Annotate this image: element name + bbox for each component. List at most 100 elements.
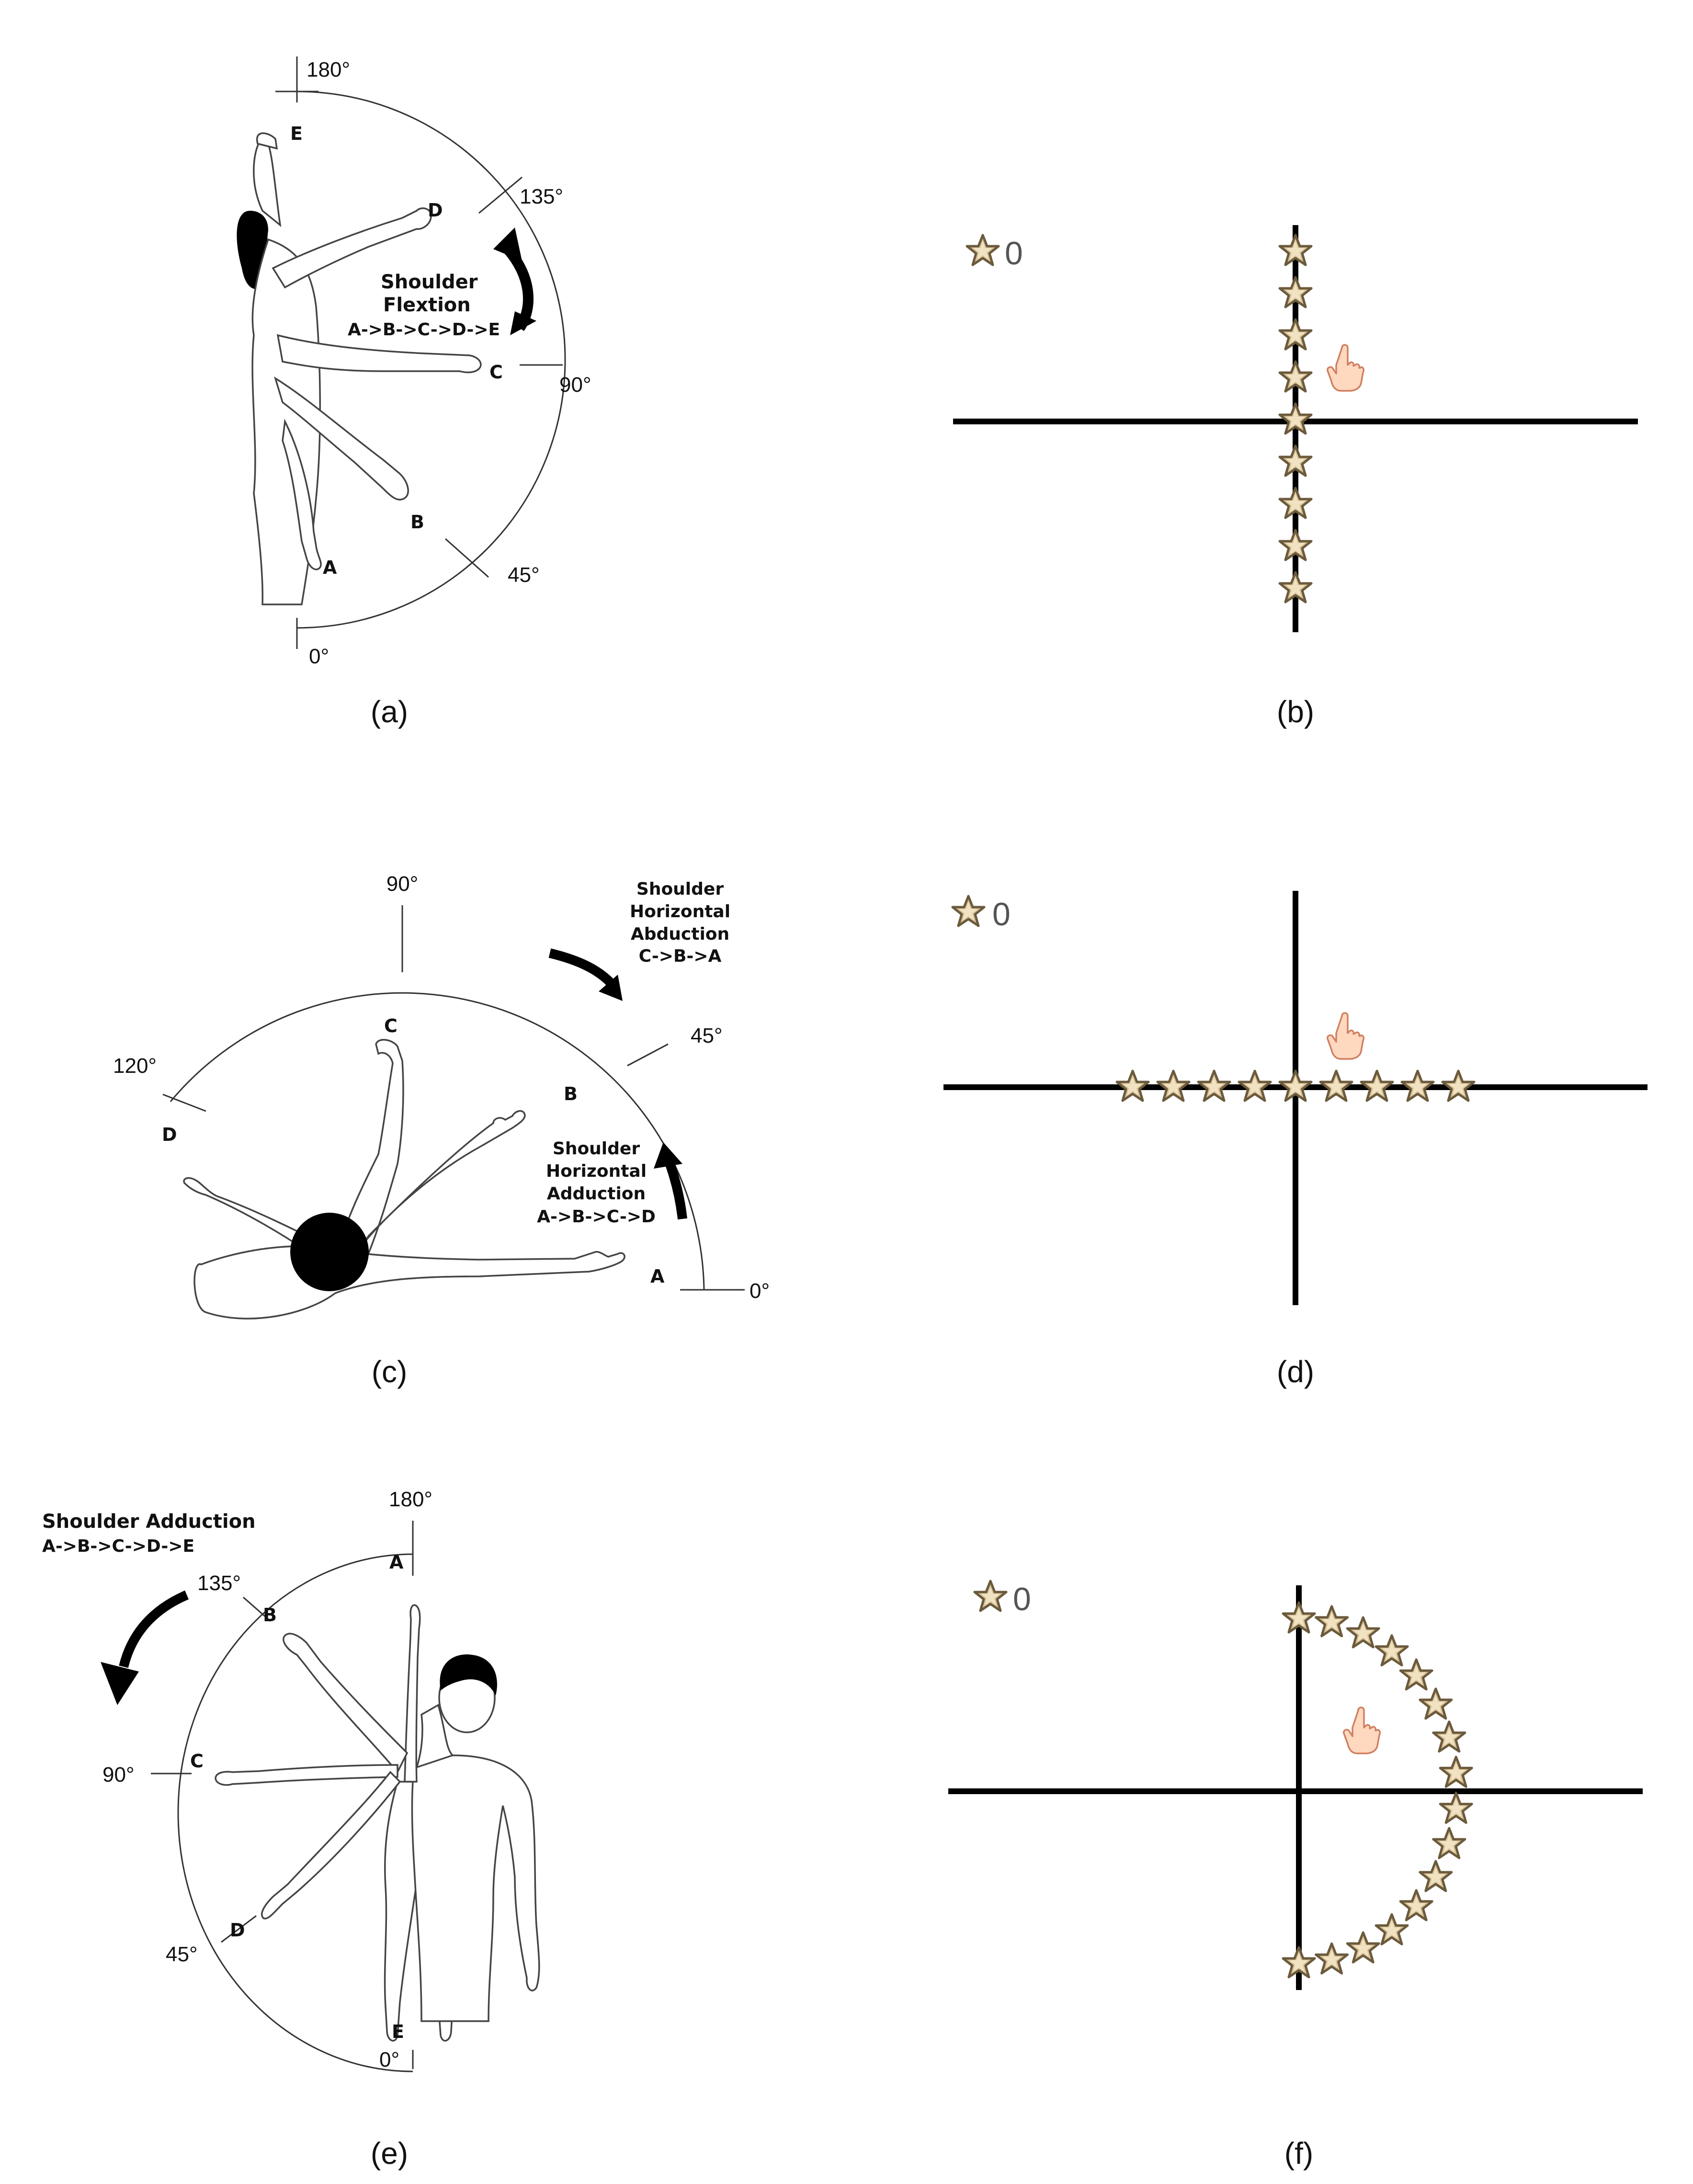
abduction-arrowhead <box>599 975 623 1001</box>
adduction-sequence: A->B->C->D <box>537 1207 656 1227</box>
motion-sequence: A->B->C->D->E <box>348 320 500 340</box>
caption-c: (c) <box>372 1354 408 1389</box>
abduction-sequence: C->B->A <box>639 946 722 966</box>
target-star-12 <box>1400 1890 1432 1920</box>
target-star-14 <box>1347 1933 1379 1962</box>
angle-label-90: 90° <box>102 1763 135 1786</box>
arm-b <box>274 376 409 500</box>
target-star-11 <box>1420 1861 1452 1891</box>
flexion-arrowhead-down <box>510 311 536 335</box>
motion-title-2: Flextion <box>383 294 471 316</box>
adduction-title-1: Shoulder <box>553 1139 640 1159</box>
arm-d <box>261 1771 401 1920</box>
position-label-a: A <box>389 1552 404 1573</box>
angle-label-135: 135° <box>197 1571 241 1595</box>
motion-title: Shoulder <box>381 271 478 293</box>
angle-label-120: 120° <box>113 1054 157 1078</box>
target-star-8 <box>1402 1071 1433 1101</box>
position-label-d: D <box>162 1124 177 1145</box>
target-star-15 <box>1316 1944 1348 1973</box>
target-star-2 <box>1158 1071 1189 1101</box>
angle-label-0: 0° <box>379 2048 399 2071</box>
angle-label-90: 90° <box>559 373 591 397</box>
motion-title: Shoulder Adduction <box>42 1511 256 1533</box>
adduction-arrowhead <box>101 1662 139 1705</box>
caption-f: (f) <box>1284 2136 1313 2171</box>
adduction-arrow-body <box>663 1157 687 1220</box>
panel-d: 0 (d) <box>943 891 1648 1389</box>
angle-label-180: 180° <box>307 58 350 81</box>
target-star-13 <box>1376 1914 1408 1944</box>
angle-label-45: 45° <box>691 1024 723 1047</box>
target-star-7 <box>1433 1722 1465 1752</box>
score-value: 0 <box>1013 1581 1031 1617</box>
caption-b: (b) <box>1277 694 1314 729</box>
position-label-b: B <box>263 1604 277 1626</box>
target-star-3 <box>1347 1617 1379 1647</box>
target-star-4 <box>1376 1636 1408 1665</box>
angle-label-180: 180° <box>389 1488 432 1511</box>
panel-e: Shoulder Adduction A->B->C->D->E 180° 13… <box>42 1488 540 2171</box>
position-label-e: E <box>290 123 303 144</box>
position-label-c: C <box>190 1751 204 1772</box>
target-star-6 <box>1420 1689 1452 1718</box>
torso-upper <box>411 1754 540 2022</box>
pointing-hand-icon <box>1326 344 1365 392</box>
caption-d: (d) <box>1277 1354 1314 1389</box>
target-star-1 <box>1117 1071 1148 1101</box>
arm-b <box>353 1110 526 1256</box>
position-label-b: B <box>564 1083 578 1104</box>
position-label-d: D <box>428 200 443 221</box>
angle-label-0: 0° <box>750 1279 770 1303</box>
arm-a <box>282 419 322 570</box>
adduction-arrowhead <box>654 1142 682 1169</box>
arm-d <box>272 207 432 289</box>
score-star-icon <box>953 896 984 926</box>
score-star-icon <box>975 1581 1006 1611</box>
adduction-arrow-body <box>119 1590 189 1668</box>
target-star-4 <box>1239 1071 1271 1101</box>
arm-c <box>215 1764 398 1786</box>
adduction-title-3: Adduction <box>547 1184 646 1204</box>
head-silhouette <box>290 1213 369 1291</box>
panel-a: 180° 135° 90° 45° 0° A B C D E Shoulder … <box>237 57 591 729</box>
panel-b: 0 (b) <box>953 225 1638 729</box>
target-star-2 <box>1316 1606 1348 1636</box>
abduction-arrow-body <box>548 948 616 988</box>
position-label-a: A <box>650 1266 665 1287</box>
score-value: 0 <box>992 896 1011 933</box>
tick-45 <box>221 1915 257 1943</box>
position-label-d: D <box>230 1920 245 1941</box>
arc-flexion <box>296 91 566 629</box>
arm-b <box>283 1633 409 1774</box>
motion-sequence: A->B->C->D->E <box>42 1536 194 1556</box>
tick-45 <box>445 538 489 578</box>
score-star-icon <box>967 235 999 265</box>
score-value: 0 <box>1005 235 1023 272</box>
pointing-hand-icon <box>1326 1012 1365 1060</box>
caption-e: (e) <box>371 2136 408 2171</box>
abduction-title-1: Shoulder <box>636 879 724 899</box>
position-label-b: B <box>410 512 424 533</box>
target-star-8 <box>1440 1757 1472 1786</box>
tick-45 <box>627 1043 669 1067</box>
caption-a: (a) <box>371 694 408 729</box>
tick-120 <box>162 1093 206 1112</box>
arc-adduction <box>177 1553 413 2072</box>
hair-silhouette <box>440 1654 497 1695</box>
abduction-title-3: Abduction <box>631 924 729 944</box>
position-label-e: E <box>392 2021 404 2042</box>
panel-f: 0 (f) <box>948 1581 1643 2171</box>
position-label-c: C <box>489 362 503 383</box>
angle-label-90: 90° <box>386 872 419 896</box>
panel-c: 90° 120° 45° 0° A B C D Shoulder Horizon… <box>113 872 770 1389</box>
angle-label-0: 0° <box>309 645 329 668</box>
arm-c <box>276 334 482 374</box>
angle-label-135: 135° <box>520 185 563 208</box>
torso-top-view <box>193 1245 625 1320</box>
angle-label-45: 45° <box>508 563 540 587</box>
target-star-9 <box>1443 1071 1474 1101</box>
position-label-c: C <box>384 1015 398 1036</box>
tick-135 <box>243 1596 271 1622</box>
